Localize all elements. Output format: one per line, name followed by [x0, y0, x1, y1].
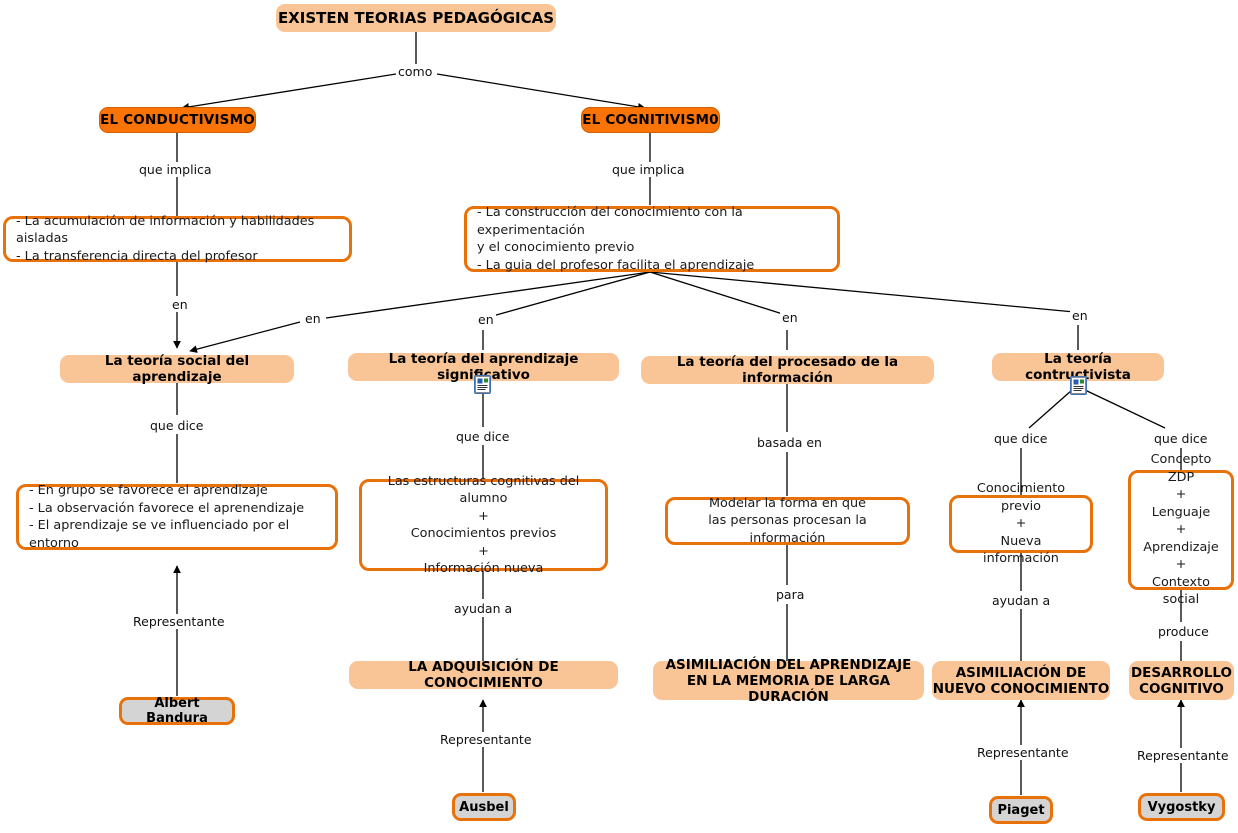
node-desarrollo-cognitivo[interactable]: DESARROLLO COGNITIVO: [1129, 661, 1234, 700]
link-label-en-social: en: [170, 297, 190, 312]
node-autor-ausbel[interactable]: Ausbel: [452, 793, 516, 821]
node-teoria-del-procesado-de-la-informacion[interactable]: La teoría del procesado de la informació…: [641, 354, 934, 386]
link-label-en-constructivista: en: [1070, 308, 1090, 323]
detail-line: +: [1175, 487, 1187, 503]
box-social-detalle[interactable]: - En grupo se favorece el aprendizaje - …: [16, 483, 338, 551]
link-label-que-dice-constructivista-1: que dice: [992, 431, 1050, 446]
detail-line: - La observación favorece el aprenendiza…: [29, 500, 305, 516]
detail-line: Lenguaje: [1151, 504, 1211, 520]
detail-line: - La construcción del conocimiento con l…: [477, 205, 743, 238]
link-label-representante-bandura: Representante: [131, 614, 227, 629]
link-label-para: para: [774, 587, 807, 602]
box-zdp-detalle[interactable]: Concepto ZDP + Lenguaje + Aprendizaje + …: [1128, 452, 1234, 607]
link-label-basada-en: basada en: [755, 435, 824, 450]
link-label-ayudan-a-adquisicion: ayudan a: [452, 601, 515, 616]
link-label-que-implica-conductivismo: que implica: [137, 162, 214, 177]
detail-line: Las estructuras cognitivas del alumno: [387, 473, 580, 507]
box-text: - En grupo se favorece el aprendizaje - …: [19, 478, 335, 556]
node-teoria-contructivista[interactable]: La teoría contructivista: [992, 351, 1164, 383]
box-conductivismo-detalle[interactable]: - La acumulación de información y habili…: [3, 214, 352, 264]
node-label-line: ASIMILIACIÓN DEL APRENDIZAJE: [665, 656, 912, 673]
document-note-icon-constructivista[interactable]: [1070, 376, 1087, 395]
detail-line: Nueva información: [983, 533, 1059, 567]
link-label-representante-piaget: Representante: [975, 745, 1071, 760]
node-label-line: NUEVO CONOCIMIENTO: [932, 680, 1110, 697]
box-procesado-detalle[interactable]: Modelar la forma en que las personas pro…: [665, 496, 910, 546]
detail-line: Modelar la forma en que: [709, 495, 866, 511]
node-label: EXISTEN TEORIAS PEDAGÓGICAS: [277, 9, 555, 27]
detail-line: las personas procesan la información: [708, 513, 867, 546]
box-significativo-detalle[interactable]: Las estructuras cognitivas del alumno + …: [359, 474, 608, 576]
detail-line: - La guia del profesor facilita el apren…: [477, 257, 755, 273]
node-autor-piaget[interactable]: Piaget: [989, 796, 1053, 824]
node-label-line: DESARROLLO: [1130, 664, 1233, 681]
link-label-que-dice-social: que dice: [148, 418, 206, 433]
detail-line: Contexto social: [1152, 574, 1210, 608]
detail-line: +: [1175, 557, 1187, 573]
box-constructivista-detalle[interactable]: Conocimiento previo + Nueva información: [949, 481, 1093, 566]
link-label-como: como: [396, 64, 435, 79]
node-label: Albert Bandura: [146, 696, 208, 726]
detail-line: y el conocimiento previo: [477, 240, 635, 255]
node-asimiliacion-nuevo-conocimiento[interactable]: ASIMILIACIÓN DE NUEVO CONOCIMIENTO: [932, 661, 1110, 700]
link-label-que-dice-significativo: que dice: [454, 429, 512, 444]
box-text: - La construcción del conocimiento con l…: [467, 200, 837, 278]
node-label: La teoría social del aprendizaje: [104, 353, 250, 385]
node-el-cognitivismo[interactable]: EL COGNITIVISM0: [581, 107, 720, 133]
node-autor-albert-bandura[interactable]: Albert Bandura: [119, 696, 235, 726]
node-label: LA ADQUISICIÓN DE CONOCIMIENTO: [408, 659, 559, 691]
node-el-conductivismo[interactable]: EL CONDUCTIVISMO: [99, 107, 256, 133]
detail-line: Conocimiento previo: [976, 481, 1066, 514]
link-label-en-social-2: en: [303, 311, 323, 326]
detail-line: Conocimientos previos: [410, 526, 557, 541]
detail-line: +: [478, 543, 489, 559]
link-label-representante-ausbel: Representante: [438, 732, 534, 747]
node-text: ASIMILIACIÓN DEL APRENDIZAJE EN LA MEMOR…: [653, 657, 924, 705]
link-label-en-significativo: en: [476, 312, 496, 327]
node-label: Vygostky: [1147, 799, 1216, 815]
detail-line: - La transferencia directa del profesor: [16, 248, 258, 264]
box-text: Concepto ZDP + Lenguaje + Aprendizaje + …: [1131, 447, 1231, 613]
node-label-line: EN LA MEMORIA DE LARGA DURACIÓN: [686, 672, 891, 705]
link-label-que-implica-cognitivismo: que implica: [610, 162, 687, 177]
link-label-representante-vygostky: Representante: [1135, 748, 1231, 763]
link-label-en-procesado: en: [780, 310, 800, 325]
box-text: Conocimiento previo + Nueva información: [952, 476, 1090, 572]
link-label-que-dice-constructivista-2: que dice: [1152, 431, 1210, 446]
document-note-icon-significativo[interactable]: [474, 375, 491, 394]
detail-line: +: [478, 508, 489, 524]
detail-line: +: [1175, 522, 1187, 538]
node-asimiliacion-memoria-larga-duracion[interactable]: ASIMILIACIÓN DEL APRENDIZAJE EN LA MEMOR…: [653, 657, 924, 705]
link-label-produce: produce: [1156, 624, 1211, 639]
node-label: La teoría contructivista: [1025, 351, 1131, 383]
node-label: EL CONDUCTIVISMO: [100, 112, 255, 128]
node-label: EL COGNITIVISM0: [582, 112, 719, 128]
detail-line: - El aprendizaje se ve influenciado por …: [29, 518, 290, 551]
node-label-line: COGNITIVO: [1139, 680, 1224, 697]
node-text: ASIMILIACIÓN DE NUEVO CONOCIMIENTO: [933, 665, 1110, 697]
detail-line: - La acumulación de información y habili…: [16, 213, 315, 247]
box-text: - La acumulación de información y habili…: [6, 209, 349, 270]
detail-line: Información nueva: [423, 561, 544, 576]
node-existen-teorias-pedagogicas[interactable]: EXISTEN TEORIAS PEDAGÓGICAS: [276, 4, 556, 32]
detail-line: - En grupo se favorece el aprendizaje: [29, 483, 268, 498]
box-text: Modelar la forma en que las personas pro…: [668, 491, 907, 552]
node-la-adquisicion-de-conocimiento[interactable]: LA ADQUISICIÓN DE CONOCIMIENTO: [349, 659, 618, 691]
node-teoria-social-del-aprendizaje[interactable]: La teoría social del aprendizaje: [60, 353, 294, 385]
node-label: Piaget: [997, 802, 1045, 818]
node-label: Ausbel: [459, 799, 509, 815]
node-text: DESARROLLO COGNITIVO: [1131, 665, 1232, 697]
detail-line: Concepto ZDP: [1150, 452, 1212, 485]
detail-line: Aprendizaje: [1143, 539, 1219, 555]
link-label-ayudan-a-asimiliacion: ayudan a: [990, 593, 1053, 608]
node-label: La teoría del procesado de la informació…: [676, 354, 899, 386]
box-cognitivismo-detalle[interactable]: - La construcción del conocimiento con l…: [464, 205, 840, 273]
box-text: Las estructuras cognitivas del alumno + …: [362, 469, 605, 582]
node-label-line: ASIMILIACIÓN DE: [955, 664, 1087, 681]
detail-line: +: [1015, 516, 1027, 532]
node-autor-vygostky[interactable]: Vygostky: [1138, 793, 1225, 821]
